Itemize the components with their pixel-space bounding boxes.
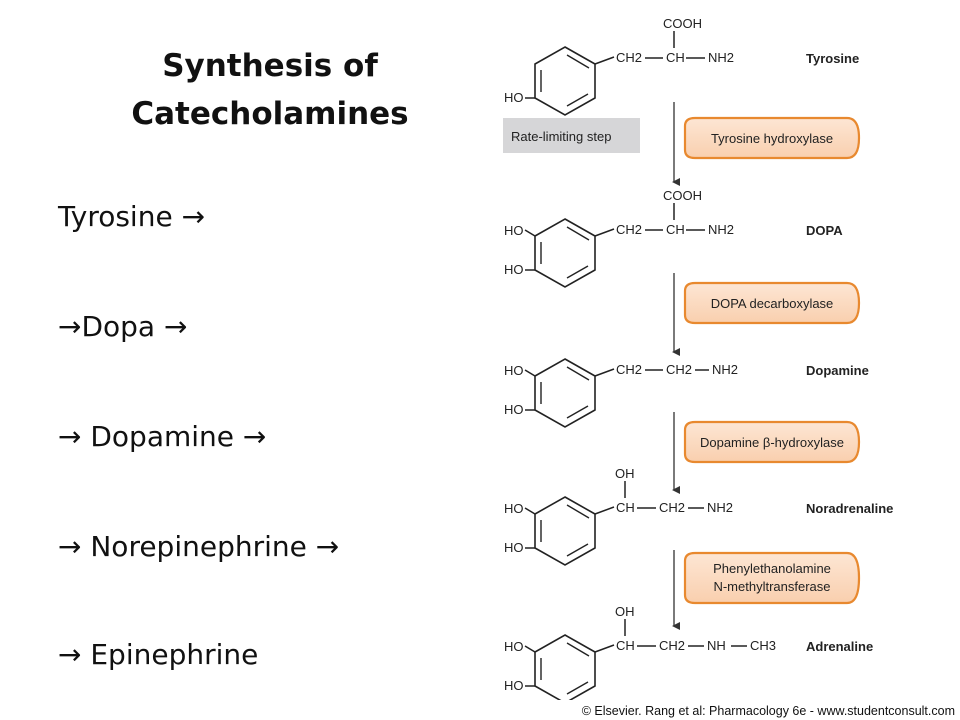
- ch2-group: CH2: [616, 362, 642, 377]
- molecule-noradrenaline: HO HO CH CH2 NH2 OH Noradrenaline: [504, 466, 893, 566]
- enzyme-label: DOPA decarboxylase: [711, 296, 834, 311]
- ch2-group: CH2: [616, 50, 642, 65]
- rate-limiting-box: Rate-limiting step: [503, 118, 640, 153]
- title-line-2: Catecholamines: [131, 96, 409, 132]
- enzyme-label: Tyrosine hydroxylase: [711, 131, 833, 146]
- benzene-ring: [534, 496, 596, 566]
- molecule-name: Adrenaline: [806, 639, 873, 654]
- molecule-name: Dopamine: [806, 363, 869, 378]
- enzyme-label-line-2: N-methyltransferase: [713, 579, 830, 594]
- cooh-group: COOH: [663, 16, 702, 31]
- ch2-group: CH2: [666, 362, 692, 377]
- molecule-adrenaline: HO HO CH CH2 NH CH3 OH Adrenaline: [504, 604, 873, 700]
- nh2-group: NH2: [708, 222, 734, 237]
- ho-group: HO: [504, 540, 524, 555]
- step-tyrosine: Tyrosine →: [58, 200, 206, 233]
- rate-limiting-label: Rate-limiting step: [511, 129, 611, 144]
- ho-group: HO: [504, 501, 524, 516]
- ch-group: CH: [616, 638, 635, 653]
- benzene-ring: [534, 634, 596, 700]
- ho-group: HO: [504, 402, 524, 417]
- ho-group: HO: [504, 262, 524, 277]
- molecule-dopamine: HO HO CH2 CH2 NH2 Dopamine: [504, 358, 869, 428]
- enzyme-dopa-decarboxylase: DOPA decarboxylase: [683, 281, 861, 325]
- step-dopamine: → Dopamine →: [58, 420, 267, 453]
- catecholamine-pathway-diagram: HO CH2 CH NH2 COOH Tyrosine Rate-limitin…: [503, 16, 893, 700]
- ch-group: CH: [666, 222, 685, 237]
- step-epinephrine: → Epinephrine: [58, 638, 259, 671]
- cooh-group: COOH: [663, 188, 702, 203]
- ch2-group: CH2: [616, 222, 642, 237]
- benzene-ring: [534, 218, 596, 288]
- ch-group: CH: [616, 500, 635, 515]
- title-line-1: Synthesis of: [162, 48, 378, 84]
- molecule-name: Noradrenaline: [806, 501, 893, 516]
- ch2-group: CH2: [659, 638, 685, 653]
- ho-group: HO: [504, 223, 524, 238]
- enzyme-dopamine-beta-hydroxylase: Dopamine β-hydroxylase: [683, 420, 861, 464]
- ho-group: HO: [504, 639, 524, 654]
- step-dopa: →Dopa →: [58, 310, 188, 343]
- nh2-group: NH2: [707, 500, 733, 515]
- copyright-credit: © Elsevier. Rang et al: Pharmacology 6e …: [581, 704, 955, 718]
- benzene-ring: [534, 46, 596, 116]
- nh2-group: NH2: [708, 50, 734, 65]
- ho-group: HO: [504, 678, 524, 693]
- molecule-name: DOPA: [806, 223, 843, 238]
- ch-group: CH: [666, 50, 685, 65]
- enzyme-tyrosine-hydroxylase: Tyrosine hydroxylase: [683, 116, 861, 160]
- nh2-group: NH2: [712, 362, 738, 377]
- enzyme-label-line-1: Phenylethanolamine: [713, 561, 831, 576]
- benzene-ring: [534, 358, 596, 428]
- oh-group: OH: [615, 466, 635, 481]
- enzyme-label: Dopamine β-hydroxylase: [700, 435, 844, 450]
- ch3-group: CH3: [750, 638, 776, 653]
- enzyme-pnmt: Phenylethanolamine N-methyltransferase: [683, 551, 861, 605]
- ch2-group: CH2: [659, 500, 685, 515]
- oh-group: OH: [615, 604, 635, 619]
- nh-group: NH: [707, 638, 726, 653]
- molecule-name: Tyrosine: [806, 51, 859, 66]
- molecule-dopa: HO HO CH2 CH NH2 COOH DOPA: [504, 188, 843, 288]
- step-norepinephrine: → Norepinephrine →: [58, 530, 340, 563]
- molecule-tyrosine: HO CH2 CH NH2 COOH Tyrosine: [504, 16, 859, 116]
- ho-group: HO: [504, 90, 524, 105]
- ho-group: HO: [504, 363, 524, 378]
- slide-title: Synthesis of Catecholamines: [120, 42, 420, 138]
